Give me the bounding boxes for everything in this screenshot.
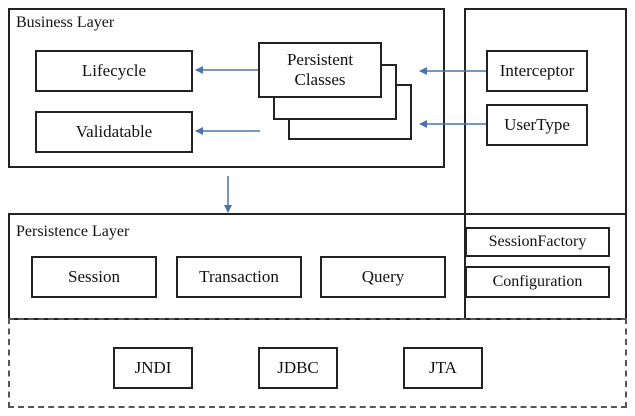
infrastructure-frame: [8, 318, 627, 408]
query-box: Query: [320, 256, 446, 298]
interceptor-box: Interceptor: [486, 50, 588, 92]
lifecycle-box: Lifecycle: [35, 50, 193, 92]
business-layer-title: Business Layer: [16, 14, 115, 31]
extensions-frame: [464, 8, 627, 320]
jdbc-box: JDBC: [258, 347, 338, 389]
configuration-box: Configuration: [465, 266, 610, 298]
validatable-box: Validatable: [35, 111, 193, 153]
session-factory-box: SessionFactory: [465, 227, 610, 257]
usertype-box: UserType: [486, 104, 588, 146]
transaction-box: Transaction: [176, 256, 302, 298]
persistence-layer-title: Persistence Layer: [16, 223, 130, 240]
business-layer-frame: [8, 8, 445, 168]
session-box: Session: [31, 256, 157, 298]
jndi-box: JNDI: [113, 347, 193, 389]
jta-box: JTA: [403, 347, 483, 389]
persistent-classes-box: Persistent Classes: [258, 42, 382, 98]
